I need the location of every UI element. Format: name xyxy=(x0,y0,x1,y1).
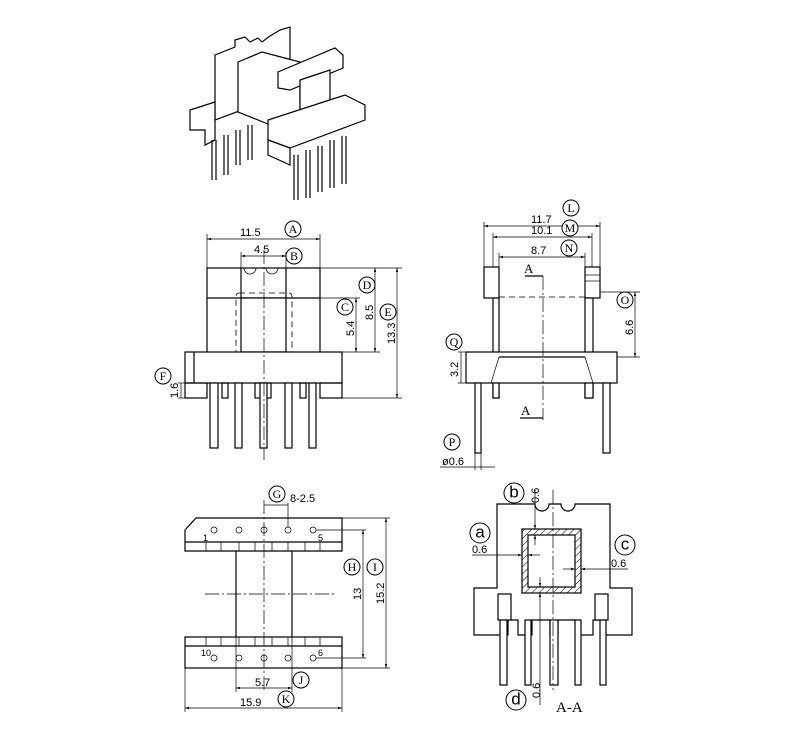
dim-O: 6.6 xyxy=(624,320,636,335)
dim-I: 15.2 xyxy=(375,583,387,604)
dim-M: 10.1 xyxy=(531,225,552,237)
dim-C: 5.4 xyxy=(345,321,357,336)
dim-c: 0.6 xyxy=(611,558,626,570)
pin-6: 6 xyxy=(318,648,323,658)
label-G: G xyxy=(268,485,286,503)
label-d: d xyxy=(505,689,527,711)
label-J: J xyxy=(292,671,310,689)
dim-J: 5.7 xyxy=(255,677,270,689)
dim-a: 0.6 xyxy=(472,544,487,556)
dim-K: 15.9 xyxy=(240,697,261,709)
bottom-view: 1 5 10 6 8-2.5 13 15.2 5.7 15.9 G H I J … xyxy=(184,485,390,712)
svg-text:B: B xyxy=(290,249,298,263)
dim-L: 11.7 xyxy=(531,214,552,226)
front-view: 11.5 4.5 5.4 8.5 13.3 1.6 A B C D E F xyxy=(154,220,402,460)
dim-d: 0.6 xyxy=(531,683,543,698)
label-C: C xyxy=(336,298,354,316)
svg-text:F: F xyxy=(160,369,167,383)
svg-text:L: L xyxy=(567,201,574,215)
label-O: O xyxy=(616,291,634,309)
dim-F: 1.6 xyxy=(169,383,181,398)
dim-Q: 3.2 xyxy=(449,362,461,377)
side-view: A A 11.7 10.1 8.7 6.6 3.2 ø0.6 L M N O Q… xyxy=(440,199,640,470)
svg-text:Q: Q xyxy=(450,335,459,349)
svg-text:O: O xyxy=(621,293,630,307)
label-F: F xyxy=(154,367,172,385)
svg-text:A: A xyxy=(289,222,298,236)
label-c: c xyxy=(614,534,636,556)
svg-text:D: D xyxy=(363,278,372,292)
label-a: a xyxy=(469,522,491,544)
section-mark-top: A xyxy=(524,261,534,276)
dim-D: 8.5 xyxy=(364,305,376,320)
label-K: K xyxy=(277,690,295,708)
svg-text:G: G xyxy=(273,487,282,501)
svg-text:K: K xyxy=(282,692,291,706)
pin-1: 1 xyxy=(203,533,208,543)
label-I: I xyxy=(366,558,384,576)
label-E: E xyxy=(379,303,397,321)
dim-B: 4.5 xyxy=(254,244,269,256)
dim-P: ø0.6 xyxy=(442,456,464,468)
label-b: b xyxy=(503,482,525,504)
svg-text:a: a xyxy=(475,523,485,542)
svg-text:M: M xyxy=(565,221,576,235)
label-A: A xyxy=(284,220,302,238)
svg-text:C: C xyxy=(341,300,349,314)
pin-5: 5 xyxy=(318,533,323,543)
section-mark-bottom: A xyxy=(521,403,531,418)
pin-10: 10 xyxy=(201,648,211,658)
label-P: P xyxy=(443,433,461,451)
label-H: H xyxy=(343,558,361,576)
svg-text:H: H xyxy=(348,560,357,574)
svg-text:d: d xyxy=(511,690,520,709)
svg-text:J: J xyxy=(299,673,304,687)
label-D: D xyxy=(358,276,376,294)
dim-N: 8.7 xyxy=(531,245,546,257)
svg-text:c: c xyxy=(621,535,630,554)
label-B: B xyxy=(285,247,303,265)
svg-text:E: E xyxy=(384,305,391,319)
dim-A: 11.5 xyxy=(240,227,261,239)
dim-b: 0.6 xyxy=(530,488,542,503)
dim-E: 13.3 xyxy=(386,323,398,344)
section-view: 0.6 0.6 0.6 0.6 a b c d A-A xyxy=(469,482,636,716)
dim-H: 13 xyxy=(352,588,364,600)
svg-text:b: b xyxy=(509,483,518,502)
isometric-view xyxy=(189,26,366,200)
svg-text:N: N xyxy=(565,241,574,255)
label-Q: Q xyxy=(445,333,463,351)
svg-text:P: P xyxy=(449,435,456,449)
label-L: L xyxy=(562,199,580,217)
svg-text:I: I xyxy=(373,560,377,574)
section-title: A-A xyxy=(556,700,583,716)
label-M: M xyxy=(561,219,579,237)
dim-G: 8-2.5 xyxy=(290,493,315,505)
label-N: N xyxy=(560,239,578,257)
